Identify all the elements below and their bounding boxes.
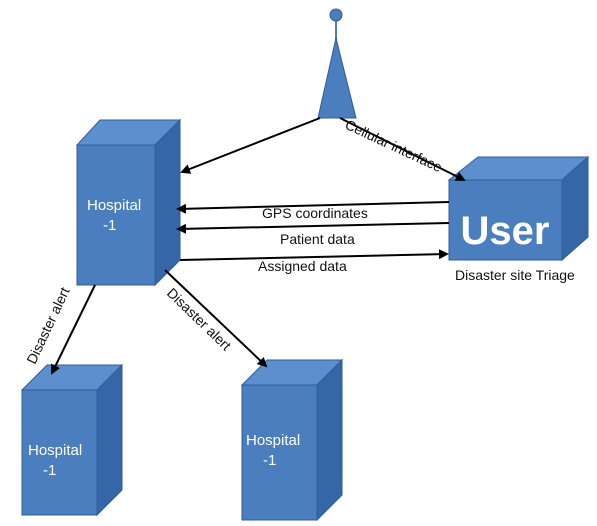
user-label: User — [461, 209, 550, 253]
arrow-tower-to-hospital — [180, 117, 321, 174]
arrow-patient — [176, 222, 450, 234]
user-box: User — [447, 155, 590, 262]
arrow-alert-left — [51, 284, 96, 375]
hospital-left-box: Hospital -1 — [20, 363, 124, 517]
arrow-assigned — [179, 249, 449, 261]
arrow-gps — [176, 201, 450, 214]
edge-label-alert-mid: Disaster alert — [164, 285, 235, 354]
hospital-left-label: Hospital — [28, 442, 82, 459]
edge-label-alert-left: Disaster alert — [23, 285, 72, 367]
hospital-mid-sublabel: -1 — [263, 452, 276, 469]
edge-label-gps: GPS coordinates — [262, 205, 368, 221]
user-caption: Disaster site Triage — [455, 267, 575, 283]
edge-label-cellular: Cellular interface — [343, 116, 445, 175]
arrow-alert-mid — [164, 269, 268, 368]
hospital-left-sublabel: -1 — [43, 462, 56, 479]
arrow-tower-to-user — [339, 117, 466, 181]
edge-label-patient: Patient data — [280, 231, 355, 247]
hospital-main-box: Hospital -1 — [75, 118, 182, 287]
hospital-mid-label: Hospital — [246, 432, 300, 449]
hospital-main-sublabel: -1 — [103, 217, 116, 234]
hospital-main-label: Hospital — [87, 197, 141, 214]
cell-tower-icon — [317, 8, 357, 119]
edge-label-assigned: Assigned data — [258, 258, 347, 274]
hospital-mid-box: Hospital -1 — [240, 358, 344, 522]
